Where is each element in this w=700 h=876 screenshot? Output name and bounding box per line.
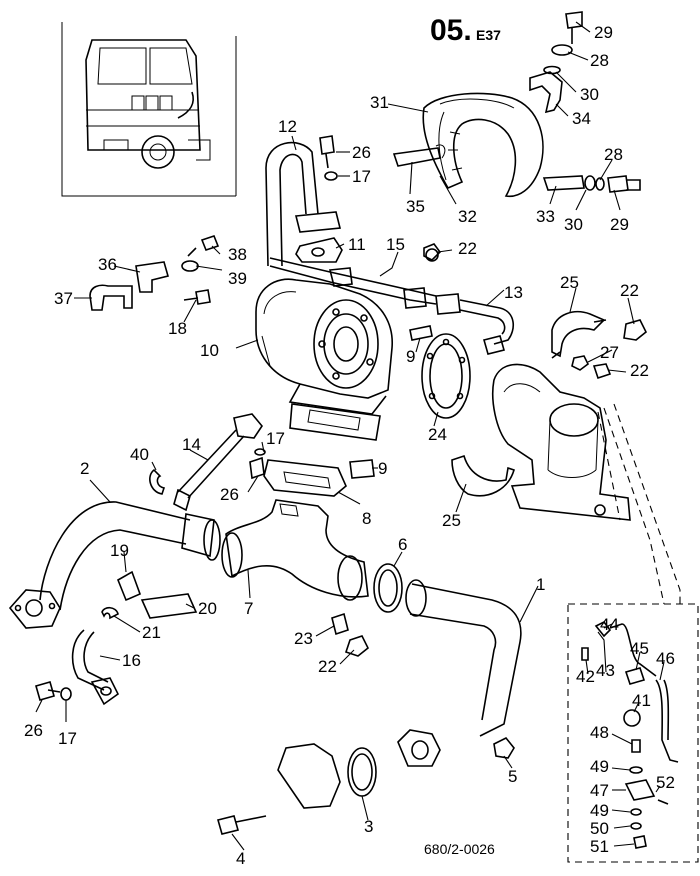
callout-22d: 22 [318,657,337,676]
gasket-11 [295,237,343,263]
callout-26b: 26 [220,485,239,504]
callout-15: 15 [386,235,405,254]
callout-11: 11 [348,235,366,254]
turbocharger-10 [255,278,433,441]
callout-44: 44 [600,615,619,634]
stud-23 [331,612,370,657]
ring-6 [337,555,403,613]
callout-25a: 25 [560,273,579,292]
callout-12: 12 [278,117,297,136]
callout-30a: 30 [580,85,599,104]
callout-26a: 26 [352,143,371,162]
callout-23: 23 [294,629,313,648]
pipe-16 [71,629,120,706]
callout-9a: 9 [406,347,415,366]
callout-29b: 29 [610,215,629,234]
callout-48: 48 [590,723,609,742]
callout-13: 13 [504,283,523,302]
callout-51: 51 [590,837,609,856]
exhaust-pipe-2 [8,501,221,629]
callout-52: 52 [656,773,675,792]
clamp-25-upper [551,310,648,359]
callout-8: 8 [362,509,371,528]
callout-29a: 29 [594,23,613,42]
callout-42: 42 [576,667,595,686]
callout-1: 1 [536,575,545,594]
callout-34: 34 [572,109,591,128]
callout-5: 5 [508,767,517,786]
bracket-36-37 [89,235,220,311]
callout-14: 14 [182,435,201,454]
heat-shield [392,92,544,198]
callout-17a: 17 [352,167,371,186]
callout-37: 37 [54,289,73,308]
kit-box [567,403,699,863]
callout-47: 47 [590,781,609,800]
callout-46: 46 [656,649,675,668]
callout-30b: 30 [564,215,583,234]
callout-32: 32 [458,207,477,226]
callout-49a: 49 [590,757,609,776]
callout-17c: 17 [58,729,77,748]
pipe-12 [265,135,342,267]
section-code: 05. [430,14,472,47]
callout-38: 38 [228,245,247,264]
callout-9b: 9 [378,459,387,478]
callout-7: 7 [244,599,253,618]
callout-4: 4 [236,849,245,868]
callout-45: 45 [630,639,649,658]
callout-31: 31 [370,93,389,112]
callout-10: 10 [200,341,219,360]
callout-28a: 28 [590,51,609,70]
callout-19: 19 [110,541,129,560]
sleeve-19 [101,570,198,620]
callout-49b: 49 [590,801,609,820]
callout-43: 43 [596,661,615,680]
truck-cab-inset [61,22,237,197]
callout-50: 50 [590,819,609,838]
callout-24: 24 [428,425,447,444]
callout-39: 39 [228,269,247,288]
callout-17b: 17 [266,429,285,448]
callout-21: 21 [142,623,161,642]
callout-40: 40 [130,445,149,464]
pipe-15-13 [269,248,515,355]
drawing-number: 680/2-0026 [424,841,495,857]
callout-20: 20 [198,599,217,618]
callout-18: 18 [168,319,187,338]
callout-labels: 29 28 30 34 31 32 35 28 29 30 33 12 26 1… [24,23,675,868]
y-pipe-7 [221,499,369,598]
bolt-26-lower [35,681,72,701]
callout-35: 35 [406,197,425,216]
callout-22c: 22 [630,361,649,380]
leader-lines [35,21,665,851]
callout-16: 16 [122,651,141,670]
callout-41: 41 [632,691,651,710]
exhaust-pipe-1 [397,579,522,767]
gasket-24 [421,333,471,419]
callout-27: 27 [600,343,619,362]
callout-3: 3 [364,817,373,836]
callout-28b: 28 [604,145,623,164]
nuts-22-27 [423,243,612,380]
clamp-25-lower [451,454,515,497]
callout-26c: 26 [24,721,43,740]
callout-6: 6 [398,535,407,554]
callout-33: 33 [536,207,555,226]
callout-25b: 25 [442,511,461,530]
callout-36: 36 [98,255,117,274]
exhaust-elbow [491,363,631,521]
gasket-8 [263,459,375,497]
callout-2: 2 [80,459,89,478]
callout-22a: 22 [458,239,477,258]
pipe-14 [149,413,266,512]
parts-drawing [8,11,699,863]
callout-22b: 22 [620,281,639,300]
section-code-suffix: E37 [476,27,501,43]
